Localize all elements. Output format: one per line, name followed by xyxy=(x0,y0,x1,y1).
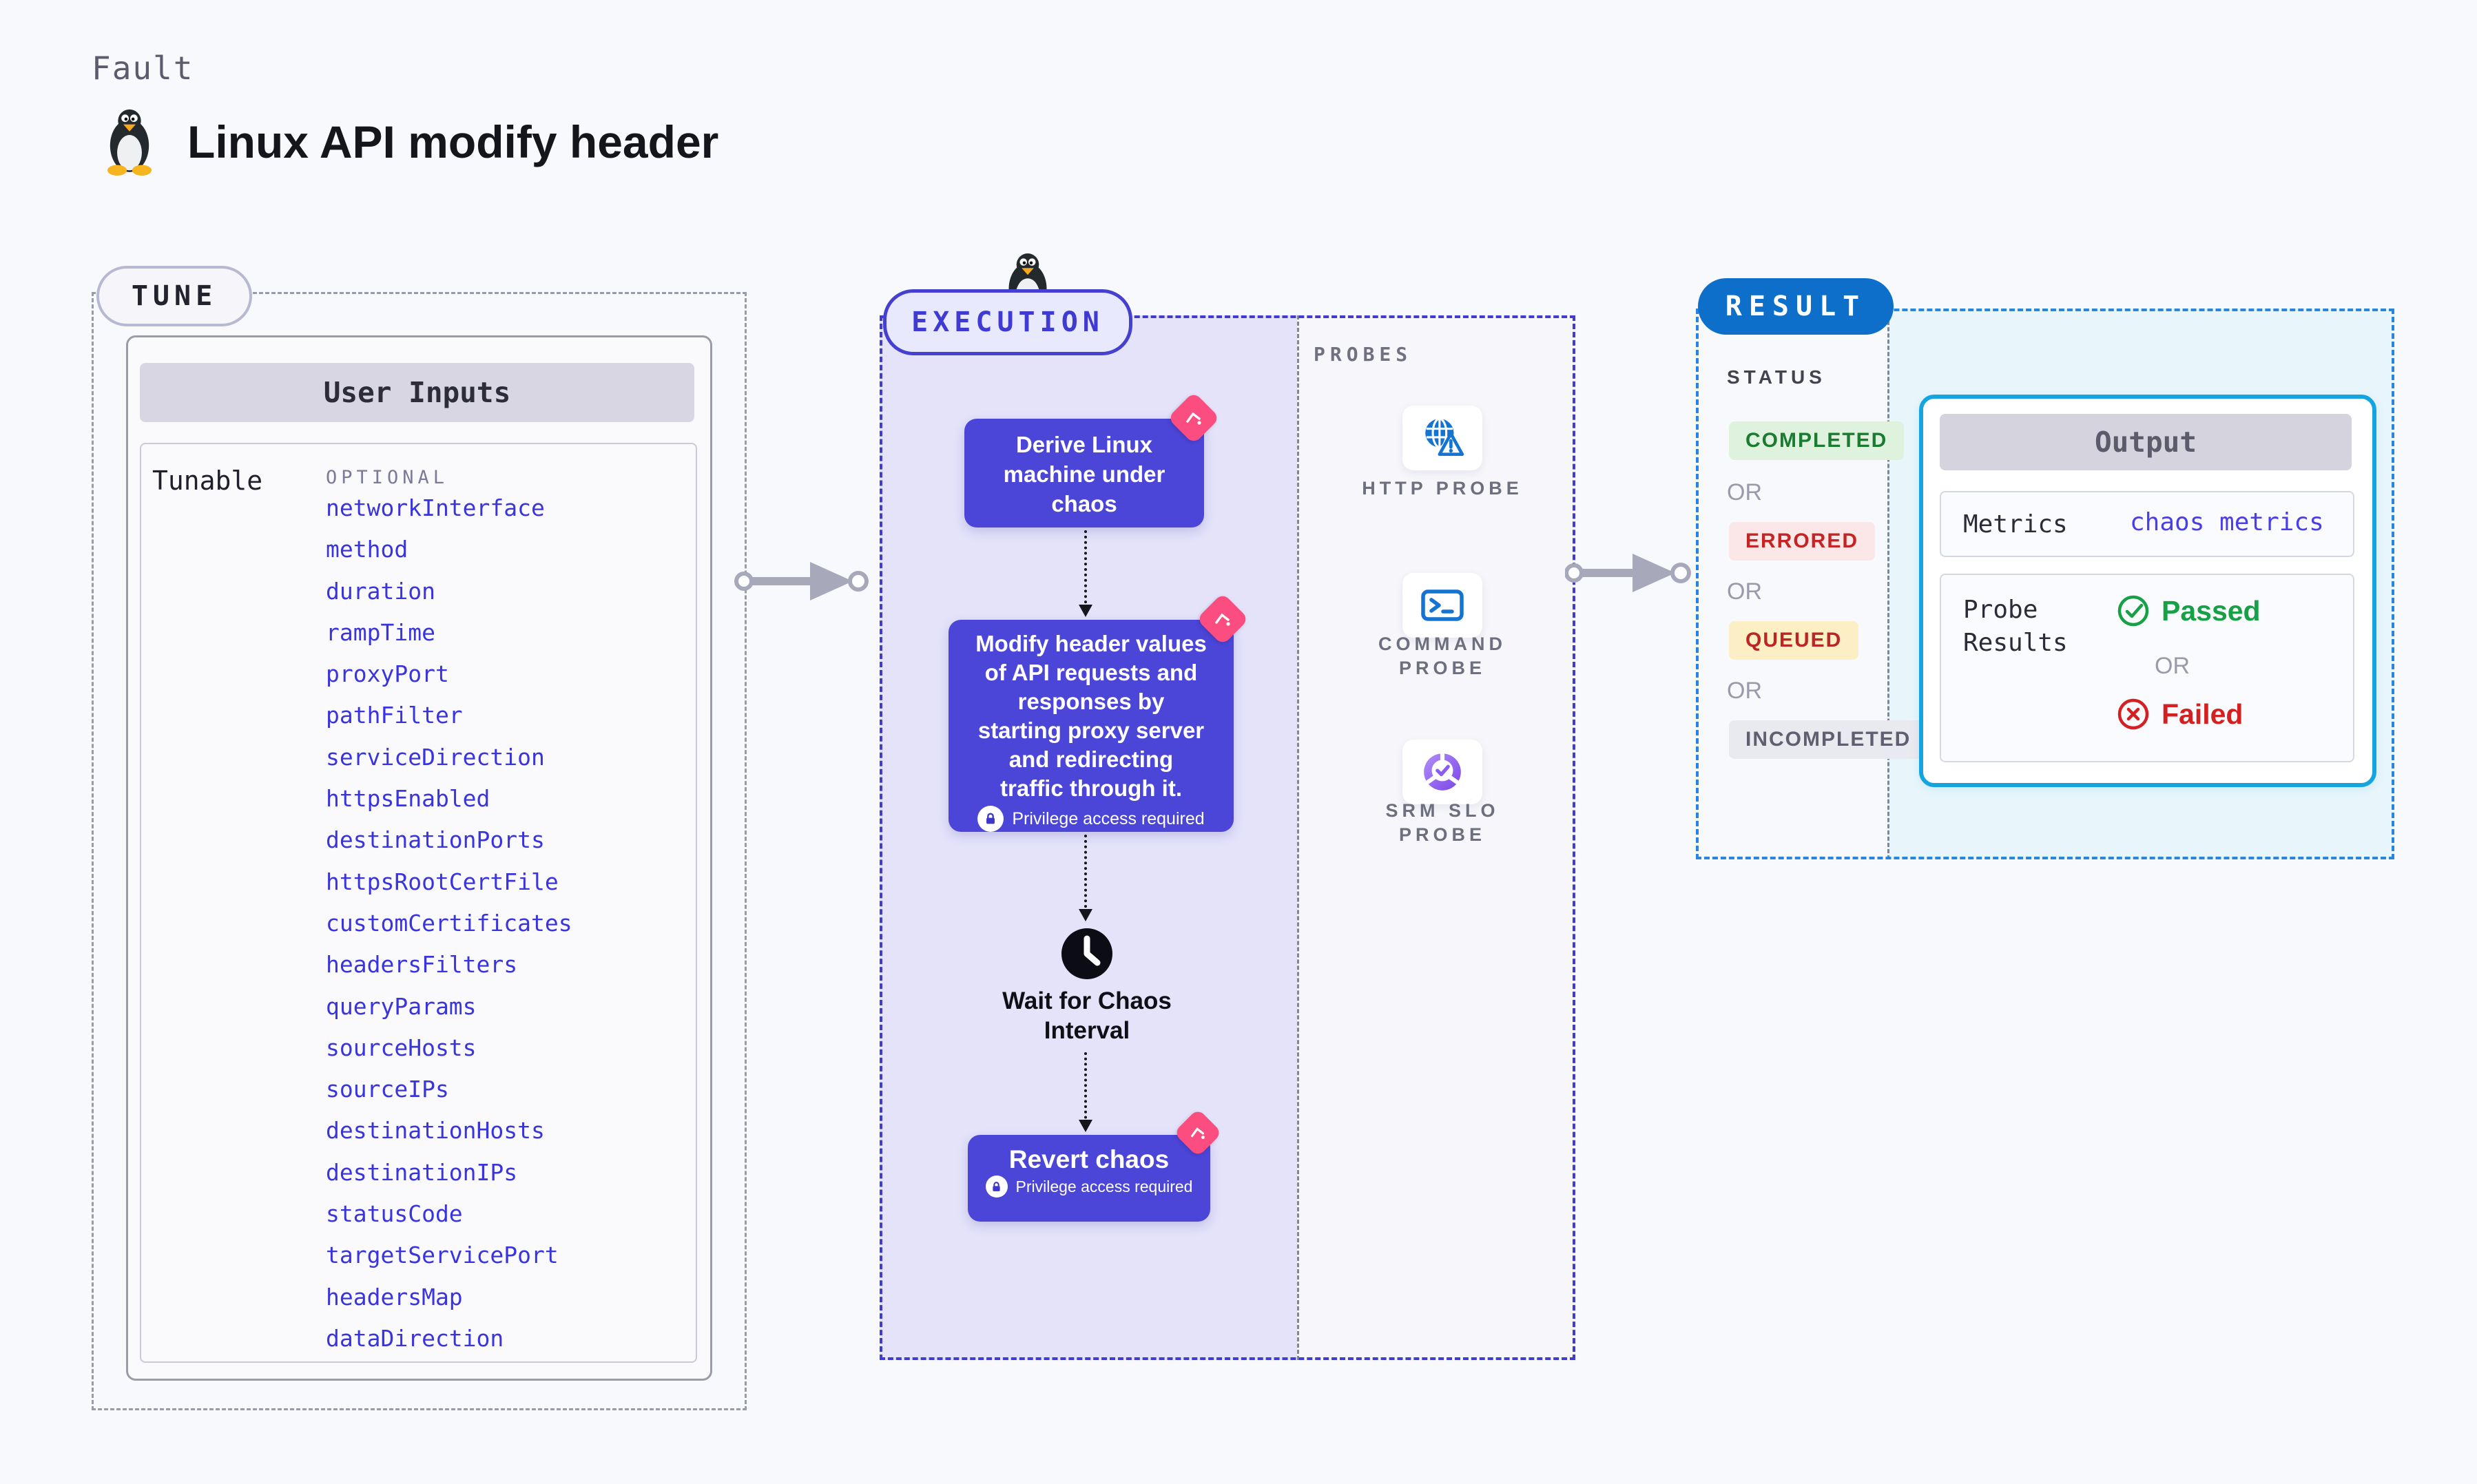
tunable-param[interactable]: rampTime xyxy=(326,618,435,646)
flow-arrow-tune-to-execution xyxy=(734,562,869,600)
revert-step-text: Revert chaos xyxy=(1008,1145,1170,1173)
or-label: OR xyxy=(1727,678,1762,704)
tune-pill-label: TUNE xyxy=(131,280,218,312)
tunable-param[interactable]: headersMap xyxy=(326,1283,463,1310)
chaos-badge-icon xyxy=(1167,391,1221,445)
tunable-param[interactable]: networkInterface xyxy=(326,494,545,521)
tunable-param[interactable]: serviceDirection xyxy=(326,743,545,771)
execution-pill: EXECUTION xyxy=(883,289,1132,355)
wait-step-label: Wait for Chaos Interval xyxy=(1002,987,1172,1044)
probe-results-label: Probe Results xyxy=(1963,596,2068,657)
tunable-param[interactable]: statusCode xyxy=(326,1200,463,1228)
tux-penguin-icon xyxy=(107,109,152,176)
status-badge-queued: QUEUED xyxy=(1729,621,1859,660)
chaos-badge-icon xyxy=(1173,1108,1223,1158)
probe-card-srm-slo xyxy=(1402,740,1482,804)
tunable-param[interactable]: pathFilter xyxy=(326,702,463,729)
execution-border xyxy=(880,315,1575,1360)
tunable-param[interactable]: sourceHosts xyxy=(326,1034,477,1061)
lock-icon xyxy=(985,1175,1008,1198)
status-label: STATUS xyxy=(1727,366,1826,388)
output-header: Output xyxy=(1940,414,2352,470)
failed-row: Failed xyxy=(2116,697,2243,731)
metrics-label: Metrics xyxy=(1963,510,2068,539)
chaos-glyph-icon xyxy=(1191,1127,1205,1139)
tunable-param[interactable]: headersFilters xyxy=(326,951,518,979)
privilege-note: Privilege access required xyxy=(1012,808,1205,828)
tunable-label: Tunable xyxy=(152,466,263,496)
privilege-note: Privilege access required xyxy=(1015,1177,1193,1195)
lock-icon xyxy=(977,806,1004,832)
status-badge-errored: ERRORED xyxy=(1729,522,1876,561)
revert-step-box: Revert chaos Privilege access required xyxy=(968,1135,1210,1222)
tunable-param[interactable]: queryParams xyxy=(326,992,477,1020)
page-kicker: Fault xyxy=(92,50,194,87)
probe-label-command: COMMAND PROBE xyxy=(1378,634,1506,678)
metrics-row xyxy=(1940,491,2354,557)
probes-label: PROBES xyxy=(1314,343,1413,366)
user-inputs-header: User Inputs xyxy=(140,363,694,422)
page-title: Linux API modify header xyxy=(187,116,719,167)
derive-step-text: Derive Linux machine under chaos xyxy=(1003,432,1165,516)
probe-card-command xyxy=(1402,573,1482,638)
probe-label-http: HTTP PROBE xyxy=(1362,478,1523,499)
probe-card-http xyxy=(1402,406,1482,470)
tunable-param[interactable]: destinationHosts xyxy=(326,1117,545,1145)
output-title: Output xyxy=(2094,426,2197,459)
check-circle-icon xyxy=(2117,595,2149,627)
slo-donut-icon xyxy=(1424,752,1461,791)
chaos-metrics-link[interactable]: chaos metrics xyxy=(2130,508,2324,536)
result-border xyxy=(1696,309,2394,859)
chaos-glyph-icon xyxy=(1215,613,1230,626)
execution-probes-divider xyxy=(1297,315,1299,1360)
passed-label: Passed xyxy=(2162,594,2261,627)
tunable-param[interactable]: targetServicePort xyxy=(326,1242,559,1269)
optional-column-label: OPTIONAL xyxy=(326,467,449,488)
tunable-param[interactable]: httpsEnabled xyxy=(326,785,490,813)
tunable-param[interactable]: httpsRootCertFile xyxy=(326,868,559,895)
tunable-param[interactable]: destinationPorts xyxy=(326,826,545,854)
connector-modify-wait xyxy=(1079,835,1092,921)
tunable-params-list: networkInterface method duration rampTim… xyxy=(326,488,572,1359)
execution-pill-label: EXECUTION xyxy=(911,306,1104,338)
tune-pill: TUNE xyxy=(96,266,252,326)
tunable-param[interactable]: sourceIPs xyxy=(326,1076,449,1103)
globe-alert-icon xyxy=(1425,417,1464,457)
derive-step-box: Derive Linux machine under chaos xyxy=(964,419,1204,527)
user-inputs-list-box xyxy=(140,443,697,1363)
result-pill-label: RESULT xyxy=(1725,291,1867,322)
probe-label-srm-slo: SRM SLO PROBE xyxy=(1385,800,1500,845)
tunable-param[interactable]: dataDirection xyxy=(326,1324,504,1352)
user-inputs-title: User Inputs xyxy=(323,376,511,409)
chaos-glyph-icon xyxy=(1186,412,1201,425)
or-label: OR xyxy=(2155,653,2190,679)
terminal-icon xyxy=(1421,589,1464,621)
passed-row: Passed xyxy=(2116,594,2261,628)
probes-area xyxy=(1297,315,1575,1360)
chaos-badge-icon xyxy=(1196,592,1250,646)
tunable-param[interactable]: customCertificates xyxy=(326,909,572,937)
or-label: OR xyxy=(1727,479,1762,505)
result-inner-divider xyxy=(1887,309,1889,859)
connector-derive-modify xyxy=(1079,530,1092,617)
result-pill: RESULT xyxy=(1698,278,1894,335)
modify-step-text: Modify header values of API requests and… xyxy=(975,631,1207,801)
user-inputs-panel xyxy=(126,335,712,1381)
or-label: OR xyxy=(1727,578,1762,605)
x-circle-icon xyxy=(2117,698,2149,730)
tunable-param[interactable]: destinationIPs xyxy=(326,1158,518,1186)
clock-icon xyxy=(1061,928,1112,979)
tunable-param[interactable]: duration xyxy=(326,577,435,605)
tunable-param[interactable]: proxyPort xyxy=(326,660,449,688)
modify-step-box: Modify header values of API requests and… xyxy=(949,620,1234,832)
tune-section xyxy=(92,292,747,1410)
flow-arrow-execution-to-result xyxy=(1565,554,1691,592)
failed-label: Failed xyxy=(2162,698,2243,730)
connector-wait-revert xyxy=(1079,1052,1092,1132)
status-badge-incompleted: INCOMPLETED xyxy=(1729,720,1928,759)
tunable-param[interactable]: method xyxy=(326,536,408,563)
status-badge-completed: COMPLETED xyxy=(1729,421,1905,460)
